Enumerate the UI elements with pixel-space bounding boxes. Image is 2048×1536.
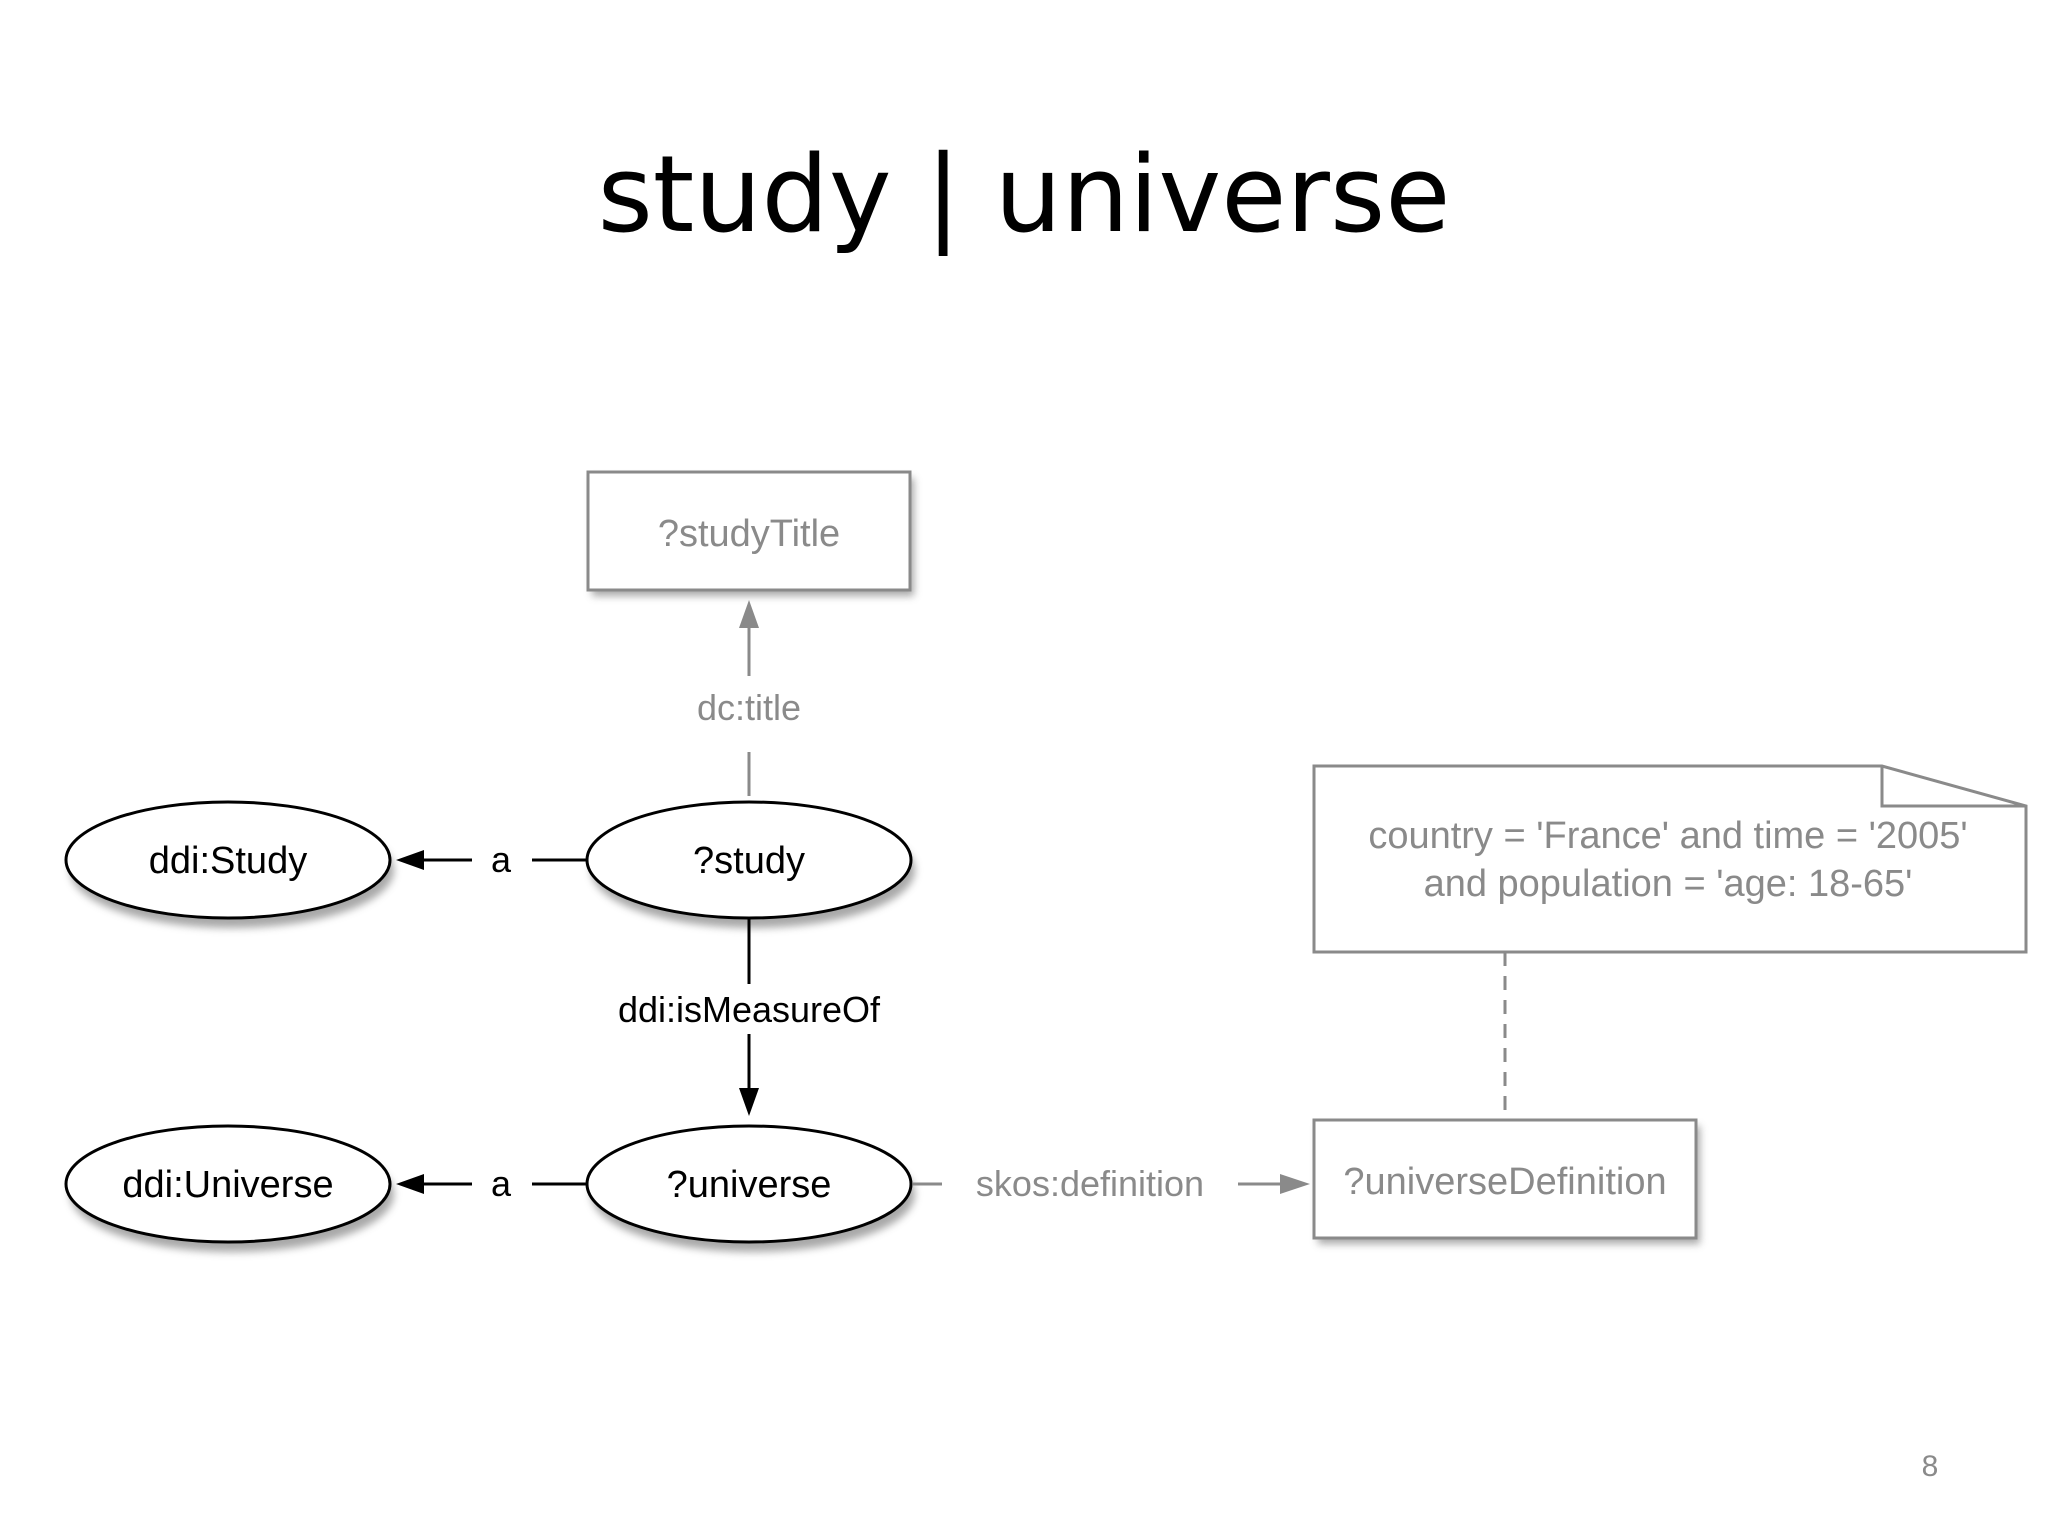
node-universe-label: ?universe xyxy=(667,1164,832,1206)
edge-skos-definition: skos:definition xyxy=(913,1163,1310,1204)
node-universe-definition-label: ?universeDefinition xyxy=(1343,1161,1666,1203)
node-universe-definition: ?universeDefinition xyxy=(1312,1118,1700,1244)
note-line-2: and population = 'age: 18-65' xyxy=(1424,863,1913,905)
arrowhead-dc-title xyxy=(739,600,759,628)
edge-study-type-label: a xyxy=(491,839,512,880)
edge-dc-title: dc:title xyxy=(697,600,801,796)
note: country = 'France' and time = '2005' and… xyxy=(1312,764,2028,954)
node-ddi-universe: ddi:Universe xyxy=(64,1124,394,1252)
edge-is-measure-of: ddi:isMeasureOf xyxy=(618,918,881,1116)
arrowhead-is-measure-of xyxy=(739,1088,759,1116)
slide-title: study | universe xyxy=(597,133,1451,256)
node-study-label: ?study xyxy=(693,840,805,882)
edge-is-measure-of-label: ddi:isMeasureOf xyxy=(618,989,881,1030)
page-number: 8 xyxy=(1921,1450,1939,1483)
node-ddi-study: ddi:Study xyxy=(64,800,394,928)
node-study: ?study xyxy=(585,800,915,928)
edge-universe-type: a xyxy=(396,1163,587,1204)
note-line-1: country = 'France' and time = '2005' xyxy=(1368,815,1967,857)
node-study-title-label: ?studyTitle xyxy=(658,513,840,555)
node-ddi-study-label: ddi:Study xyxy=(149,840,307,882)
node-study-title: ?studyTitle xyxy=(586,470,914,596)
edge-universe-type-label: a xyxy=(491,1163,512,1204)
edge-dc-title-label: dc:title xyxy=(697,687,801,728)
note-fold xyxy=(1880,766,2026,808)
node-universe: ?universe xyxy=(585,1124,915,1252)
edge-study-type: a xyxy=(396,839,587,880)
arrowhead-skos-definition xyxy=(1280,1174,1310,1194)
node-ddi-universe-label: ddi:Universe xyxy=(122,1164,333,1206)
arrowhead-universe-type xyxy=(396,1174,424,1194)
edge-skos-definition-label: skos:definition xyxy=(976,1163,1204,1204)
arrowhead-study-type xyxy=(396,850,424,870)
note-body xyxy=(1312,764,2028,954)
